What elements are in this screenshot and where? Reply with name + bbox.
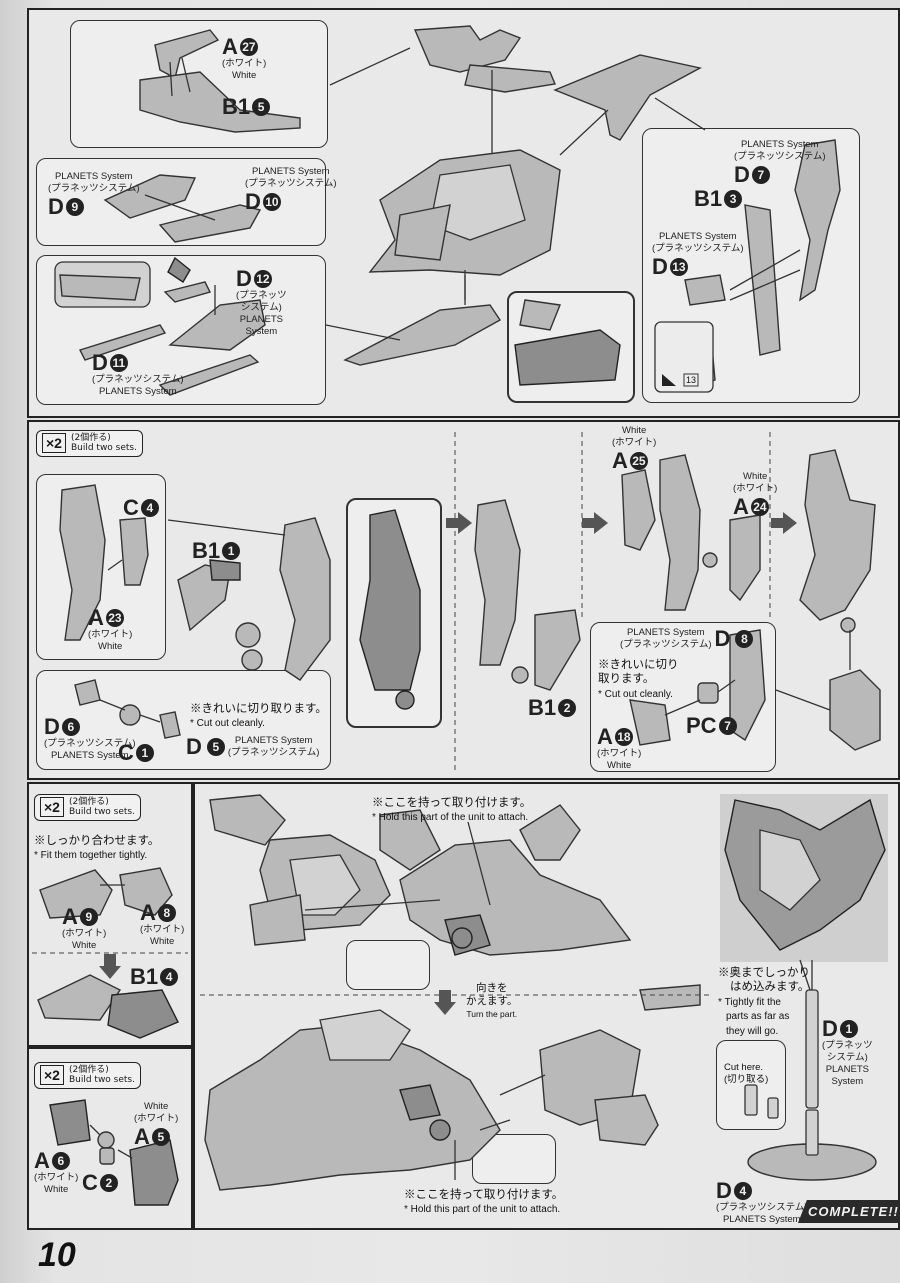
connector-detail-box-bottom — [472, 1134, 556, 1184]
step3-drawings — [32, 794, 888, 1206]
box-number-label: 13 — [686, 375, 697, 385]
step-arrow — [771, 512, 797, 534]
step-arrow-down — [99, 954, 121, 979]
cut-cleanly-note: ※きれいに切り取ります。* Cut out cleanly. — [598, 659, 679, 700]
connector-detail-box-top — [346, 940, 430, 990]
build-two-sets-badge: ×2(2個作る)Build two sets. — [36, 430, 143, 457]
hold-part-note: ※ここを持って取り付けます。* Hold this part of the un… — [404, 1189, 564, 1216]
step-arrow-down — [434, 990, 456, 1015]
step1-drawings — [54, 25, 841, 396]
cut-here-note: Cut here.(切り取る) — [724, 1062, 769, 1085]
hold-part-note: ※ここを持って取り付けます。* Hold this part of the un… — [372, 797, 532, 824]
fit-tightly-note: ※しっかり合わせます。* Fit them together tightly. — [34, 835, 160, 862]
turn-part-note: 向きをかえます。Turn the part. — [466, 982, 518, 1020]
step-arrow — [582, 512, 608, 534]
page-number: 10 — [38, 1236, 76, 1274]
complete-banner: COMPLETE!! — [798, 1200, 900, 1223]
build-two-sets-badge: ×2(2個作る)Build two sets. — [34, 1062, 141, 1089]
step-arrow — [446, 512, 472, 534]
build-two-sets-badge: ×2(2個作る)Build two sets. — [34, 794, 141, 821]
cut-cleanly-note: ※きれいに切り取ります。* Cut out cleanly. — [190, 703, 327, 730]
step2-drawings — [59, 432, 881, 770]
